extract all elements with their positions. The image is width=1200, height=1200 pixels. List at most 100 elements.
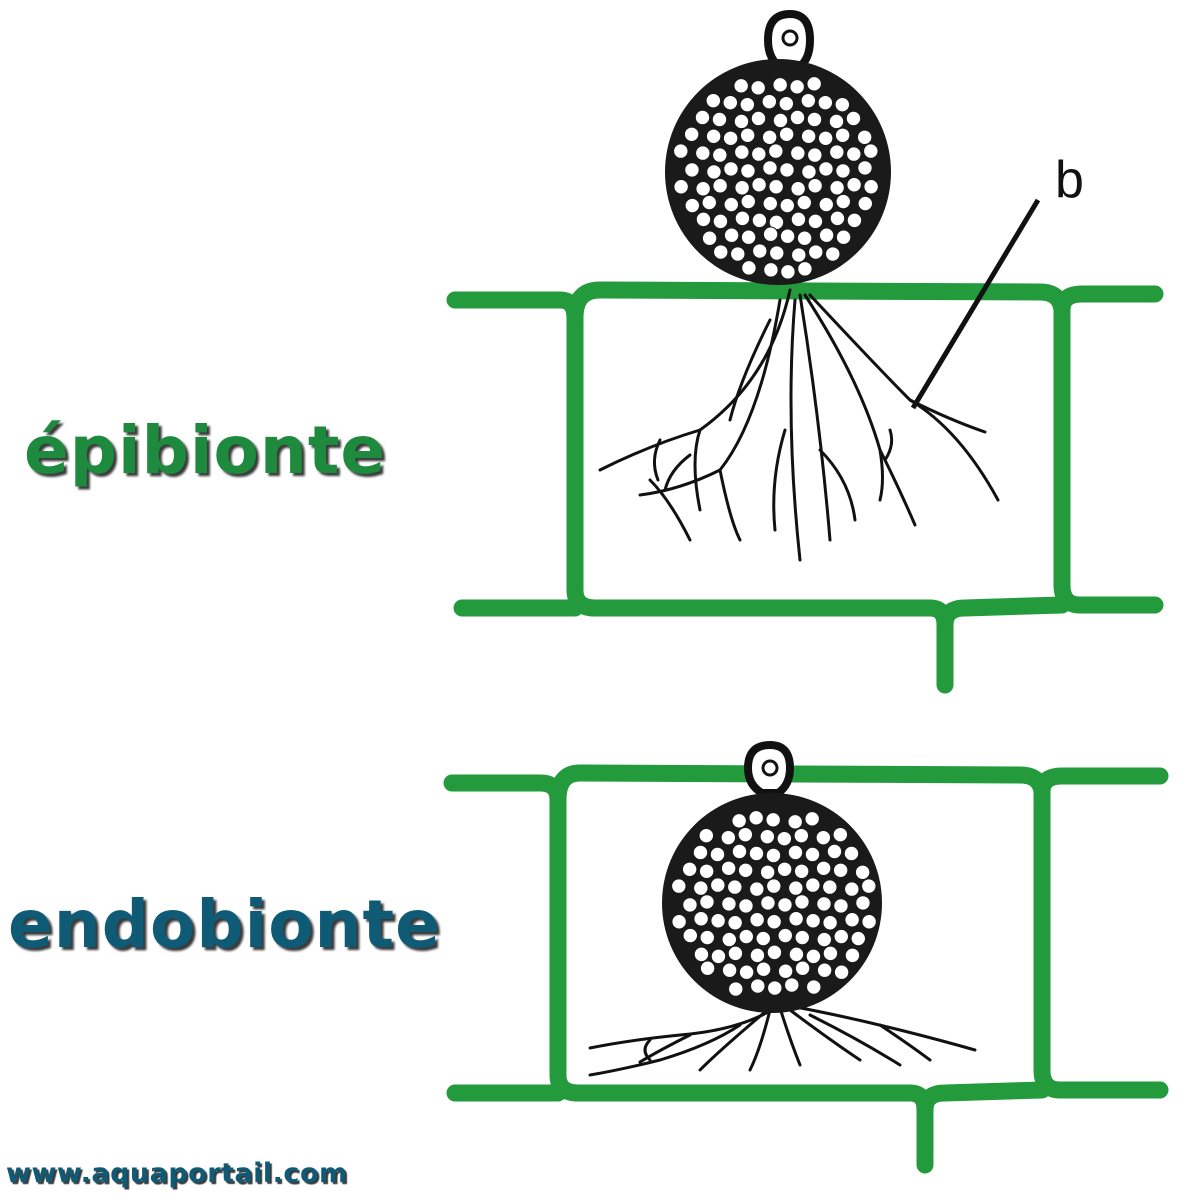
spore-bubble [711,111,728,128]
spore-bubble [762,160,778,176]
spore-bubble [727,915,743,931]
spore-bubble [760,895,776,911]
spore-bubble [734,180,750,196]
spore-bubble [777,927,793,944]
spore-bubble [793,863,810,879]
spore-bubble [845,110,862,127]
top-rhizoids [598,288,1000,562]
pointer-label-b: b [1055,151,1084,209]
spore-bubble [854,864,871,880]
spore-bubble [765,812,781,828]
spore-bubble [713,244,729,260]
spore-bubble [731,813,747,829]
spore-bubble [765,847,782,864]
spore-bubble [828,113,845,130]
spore-bubble [763,262,779,278]
spore-bubble [829,210,846,227]
spore-bubble [695,211,712,228]
spore-bubble [779,228,796,244]
spore-bubble [834,96,851,113]
endobionte-label: endobionte [8,886,441,963]
spore-bubble [705,128,722,144]
spore-bubble [739,96,756,113]
spore-bubble [738,898,754,914]
spore-bubble [684,162,700,178]
spore-bubble [740,163,756,179]
spore-bubble [790,181,806,197]
spore-bubble [695,145,711,161]
spore-bubble [789,79,805,95]
spore-bubble [826,843,843,860]
spore-bubble [748,810,764,826]
spore-bubble [844,947,861,964]
bottom-cell-walls [443,764,1169,1174]
spore-bubble [825,246,841,262]
top-cell-walls [446,281,1164,694]
spore-bubble [772,77,788,93]
spore-bubble [855,895,871,911]
spore-bubble [856,129,873,145]
spore-bubble [807,213,824,230]
spore-bubble [791,247,807,263]
spore-bubble [779,162,795,178]
spore-bubble [804,811,820,827]
spore-bubble [769,245,785,261]
spore-bubble [721,896,737,912]
spore-bubble [712,178,728,194]
spore-bubble [832,862,849,878]
spore-bubble [721,931,737,948]
spore-bubble [778,126,795,142]
spore-bubble [833,928,849,945]
spore-bubble [787,814,803,830]
spore-bubble [863,179,879,195]
spore-bubble [733,78,749,94]
spore-bubble [749,912,765,928]
spore-bubble [816,896,832,912]
spore-bubble [835,193,851,210]
spore-bubble [794,960,811,976]
spore-bubble [712,147,728,163]
spore-bubble [738,928,754,945]
spore-bubble [818,227,835,243]
spore-bubble [722,94,739,111]
spore-bubble [818,161,834,177]
spore-bubble [755,961,772,977]
spore-bubble [857,160,873,176]
spore-bubble [681,861,698,877]
spore-bubble [750,80,766,96]
spore-bubble [857,195,873,212]
spore-bubble [682,897,698,913]
spore-bubble [776,830,793,847]
spore-bubble [701,230,718,246]
spore-bubble [723,196,739,213]
spore-bubble [806,979,822,995]
spore-bubble [779,197,795,214]
website-watermark: www.aquaportail.com [6,1158,348,1189]
spore-bubble [720,829,737,846]
spore-bubble [727,945,744,962]
spore-bubble [815,860,832,876]
spore-bubble [806,111,823,128]
spore-bubble [844,881,860,897]
epibionte-label: épibionte [24,412,387,489]
spore-bubble [759,828,776,845]
spore-bubble [701,194,717,211]
spore-bubble [695,181,711,197]
spore-bubble [777,897,793,913]
spore-bubble [723,227,740,243]
spore-bubble [784,977,800,993]
spore-bubble [834,127,851,143]
spore-bubble [788,946,805,963]
spore-bubble [800,92,817,109]
spore-bubble [682,927,698,944]
spore-bubble [750,110,767,127]
spore-bubble [822,945,839,962]
spore-bubble [723,161,739,177]
spore-bubble [673,179,689,195]
spore-bubble [766,914,782,930]
spore-bubble [673,143,689,159]
spore-bubble [709,846,726,863]
spore-bubble [816,931,832,948]
spore-bubble [788,911,804,927]
spore-bubble [752,243,768,259]
